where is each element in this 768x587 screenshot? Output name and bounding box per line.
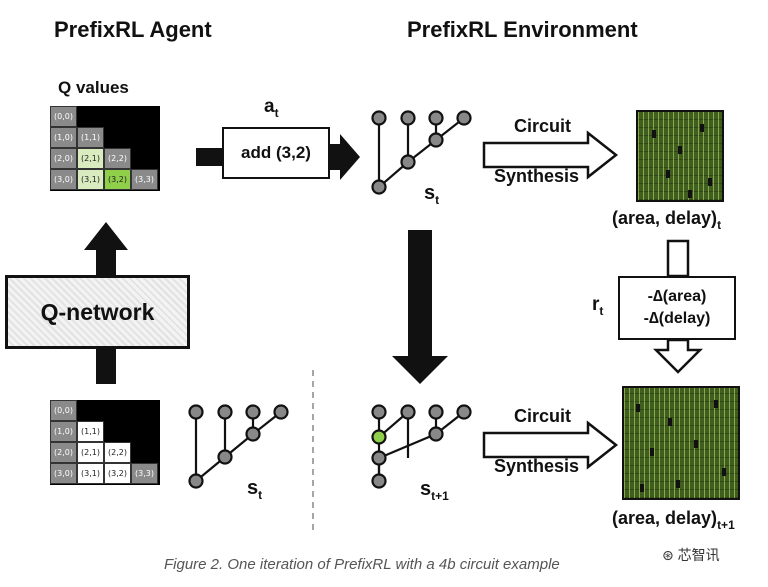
q-cell: (3,0)	[50, 169, 77, 190]
state-bottom-right-letter: s	[420, 478, 432, 500]
arrow-down-state	[392, 230, 448, 384]
action-letter: a	[264, 96, 275, 117]
synthesis-bottom-line-1: Circuit	[514, 406, 572, 426]
agent-title: PrefixRL Agent	[54, 17, 212, 42]
action-subscript: t	[274, 106, 279, 120]
state-top-label: st	[424, 182, 440, 207]
synthesis-top-line-1: Circuit	[514, 116, 572, 136]
q-cell: (2,1)	[77, 148, 104, 169]
q-values-label: Q values	[58, 78, 129, 97]
q-cell: (3,1)	[77, 169, 104, 190]
reward-label: rt	[592, 294, 604, 318]
arrow-from-action-box	[330, 134, 360, 180]
q-network-box: Q-network	[5, 275, 190, 349]
circuit-layout-top	[636, 110, 724, 202]
state-cell: (1,1)	[77, 421, 104, 442]
result-top-text: (area, delay)	[612, 208, 718, 228]
arrow-up-to-q-network	[96, 349, 116, 384]
figure-caption: Figure 2. One iteration of PrefixRL with…	[164, 556, 560, 573]
result-top: (area, delay)t	[612, 208, 722, 232]
synthesis-arrow-top	[482, 130, 619, 180]
reward-arrow-in	[666, 239, 690, 278]
q-cell-highlighted: (3,2)	[104, 169, 131, 190]
state-cell: (3,1)	[77, 463, 104, 484]
result-bottom-subscript: t+1	[717, 518, 735, 532]
reward-line-1: -∆(area)	[647, 288, 707, 305]
result-bottom: (area, delay)t+1	[612, 508, 735, 532]
reward-arrow-out	[652, 338, 704, 374]
state-grid: (0,0) (1,0) (1,1) (2,0) (2,1) (2,2) (3,0…	[50, 400, 160, 485]
state-cell: (3,2)	[104, 463, 131, 484]
reward-letter: r	[592, 294, 600, 315]
result-top-subscript: t	[717, 218, 722, 232]
reward-line-2: -∆(delay)	[643, 310, 711, 327]
state-cell: (0,0)	[50, 400, 77, 421]
state-top-subscript: t	[435, 193, 440, 207]
q-values-grid: (0,0) (1,0) (1,1) (2,0) (2,1) (2,2) (3,0…	[50, 106, 160, 191]
q-cell: (0,0)	[50, 106, 77, 127]
result-bottom-text: (area, delay)	[612, 508, 718, 528]
prefix-tree-bottom-left	[188, 404, 289, 489]
state-bottom-left-label: st	[247, 477, 263, 502]
prefix-tree-bottom-right	[371, 404, 472, 489]
state-cell: (3,0)	[50, 463, 77, 484]
circuit-layout-bottom	[622, 386, 740, 500]
action-label: at	[264, 96, 279, 120]
synthesis-bottom-line-2: Synthesis	[494, 456, 580, 476]
q-cell: (2,0)	[50, 148, 77, 169]
q-cell: (2,2)	[104, 148, 131, 169]
q-cell: (1,0)	[50, 127, 77, 148]
state-top-letter: s	[424, 182, 436, 204]
q-cell: (3,3)	[131, 169, 158, 190]
state-cell: (2,2)	[104, 442, 131, 463]
q-network-label: Q-network	[40, 298, 155, 325]
synthesis-arrow-bottom	[482, 420, 619, 470]
state-bottom-right-subscript: t+1	[431, 489, 449, 503]
watermark-text: 芯智讯	[677, 547, 720, 563]
action-text: add (3,2)	[241, 143, 311, 162]
environment-title: PrefixRL Environment	[407, 17, 638, 42]
watermark: ⊛ 芯智讯	[662, 547, 720, 563]
synthesis-top-line-2: Synthesis	[494, 166, 580, 186]
q-cell: (1,1)	[77, 127, 104, 148]
prefix-tree-top	[371, 110, 472, 195]
state-cell: (1,0)	[50, 421, 77, 442]
arrow-to-action-box	[196, 148, 222, 166]
added-node	[371, 429, 387, 445]
action-box: add (3,2)	[222, 127, 330, 179]
state-bottom-right-label: st+1	[420, 478, 449, 503]
arrow-up-to-q-values	[84, 222, 128, 275]
state-bottom-left-subscript: t	[258, 488, 263, 502]
state-cell: (2,0)	[50, 442, 77, 463]
state-bottom-left-letter: s	[247, 477, 259, 499]
reward-subscript: t	[599, 304, 604, 318]
state-cell: (2,1)	[77, 442, 104, 463]
state-cell: (3,3)	[131, 463, 158, 484]
